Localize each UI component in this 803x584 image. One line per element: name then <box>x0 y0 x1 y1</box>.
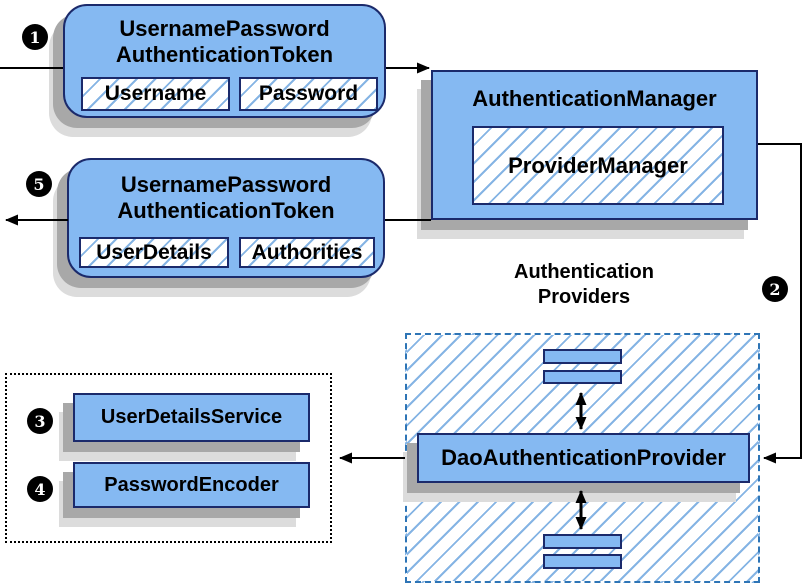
step-badge-5: 5 <box>26 171 52 197</box>
token-result-title: UsernamePassword AuthenticationToken <box>117 172 335 223</box>
username-password-token-request-node: UsernamePassword AuthenticationToken Use… <box>63 4 386 118</box>
authorities-field: Authorities <box>239 237 375 268</box>
authentication-providers-group: DaoAuthenticationProvider <box>405 333 760 583</box>
password-field: Password <box>239 77 378 111</box>
step-badge-3: 3 <box>27 408 53 434</box>
provider-slot-bar-top-2 <box>543 370 622 384</box>
user-details-service-box: UserDetailsService <box>73 393 310 442</box>
step-badge-1: 1 <box>22 24 48 50</box>
authentication-manager-title: AuthenticationManager <box>472 86 717 111</box>
password-encoder-box: PasswordEncoder <box>73 462 310 508</box>
authentication-manager-node: AuthenticationManager ProviderManager <box>431 70 758 220</box>
provider-slot-bar-bottom-2 <box>543 554 622 569</box>
step-badge-4: 4 <box>27 476 53 502</box>
dao-authentication-provider-box: DaoAuthenticationProvider <box>417 433 750 483</box>
step-badge-2: 2 <box>762 276 788 302</box>
provider-slot-bar-bottom-1 <box>543 534 622 549</box>
provider-manager-box: ProviderManager <box>472 126 724 205</box>
username-field: Username <box>81 77 230 111</box>
provider-slot-bar-top-1 <box>543 349 622 364</box>
username-password-token-result-node: UsernamePassword AuthenticationToken Use… <box>67 158 385 278</box>
authentication-providers-heading: Authentication Providers <box>514 261 654 308</box>
services-group: UserDetailsService PasswordEncoder <box>5 373 332 543</box>
token-request-title: UsernamePassword AuthenticationToken <box>115 16 334 67</box>
user-details-field: UserDetails <box>79 237 229 268</box>
